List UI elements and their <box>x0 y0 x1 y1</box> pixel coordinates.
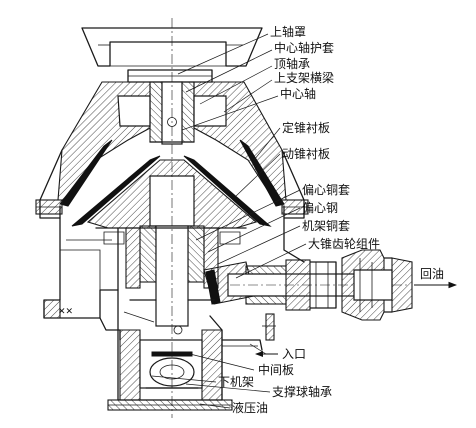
oil-inlet-pipe <box>221 313 276 351</box>
label-upper-frame-beam: 上支架横梁 <box>274 70 334 85</box>
label-inlet: 入口 <box>282 347 306 361</box>
lower-frame <box>107 289 233 411</box>
label-hydraulic-oil: 液压油 <box>232 400 268 415</box>
label-support-ball-bearing: 支撑球轴承 <box>272 384 332 399</box>
leader-lines <box>151 33 307 409</box>
upper-shaft-cover <box>127 69 213 83</box>
label-center-shaft: 中心轴 <box>280 86 316 101</box>
label-eccentric-steel: 偏心钢 <box>302 200 338 215</box>
label-bevel-gear-assembly: 大锥齿轮组件 <box>308 237 380 251</box>
label-upper-shaft-cover: 上轴罩 <box>270 24 306 39</box>
feed-hopper <box>81 27 263 67</box>
label-fixed-cone-liner: 定锥衬板 <box>282 120 330 135</box>
svg-text:✕✕: ✕✕ <box>58 307 73 317</box>
label-center-shaft-sleeve: 中心轴护套 <box>274 40 334 55</box>
label-lower-frame: 下机架 <box>218 375 254 389</box>
label-frame-bronze-sleeve: 机架铜套 <box>302 218 350 233</box>
part-labels: 上轴罩 中心轴护套 顶轴承 上支架横梁 中心轴 定锥衬板 动锥衬板 偏心铜套 偏… <box>218 24 444 415</box>
label-eccentric-bronze-sleeve: 偏心铜套 <box>302 182 350 197</box>
label-oil-return: 回油 <box>420 267 444 281</box>
drive-coupling <box>341 249 413 321</box>
middle-frame: ✕✕ <box>43 217 305 341</box>
shaft-bore-lower <box>173 325 183 335</box>
label-moving-cone-liner: 动锥衬板 <box>282 147 330 161</box>
upper-shell <box>35 149 309 219</box>
label-middle-plate: 中间板 <box>258 362 294 377</box>
label-top-bearing: 顶轴承 <box>274 56 310 71</box>
